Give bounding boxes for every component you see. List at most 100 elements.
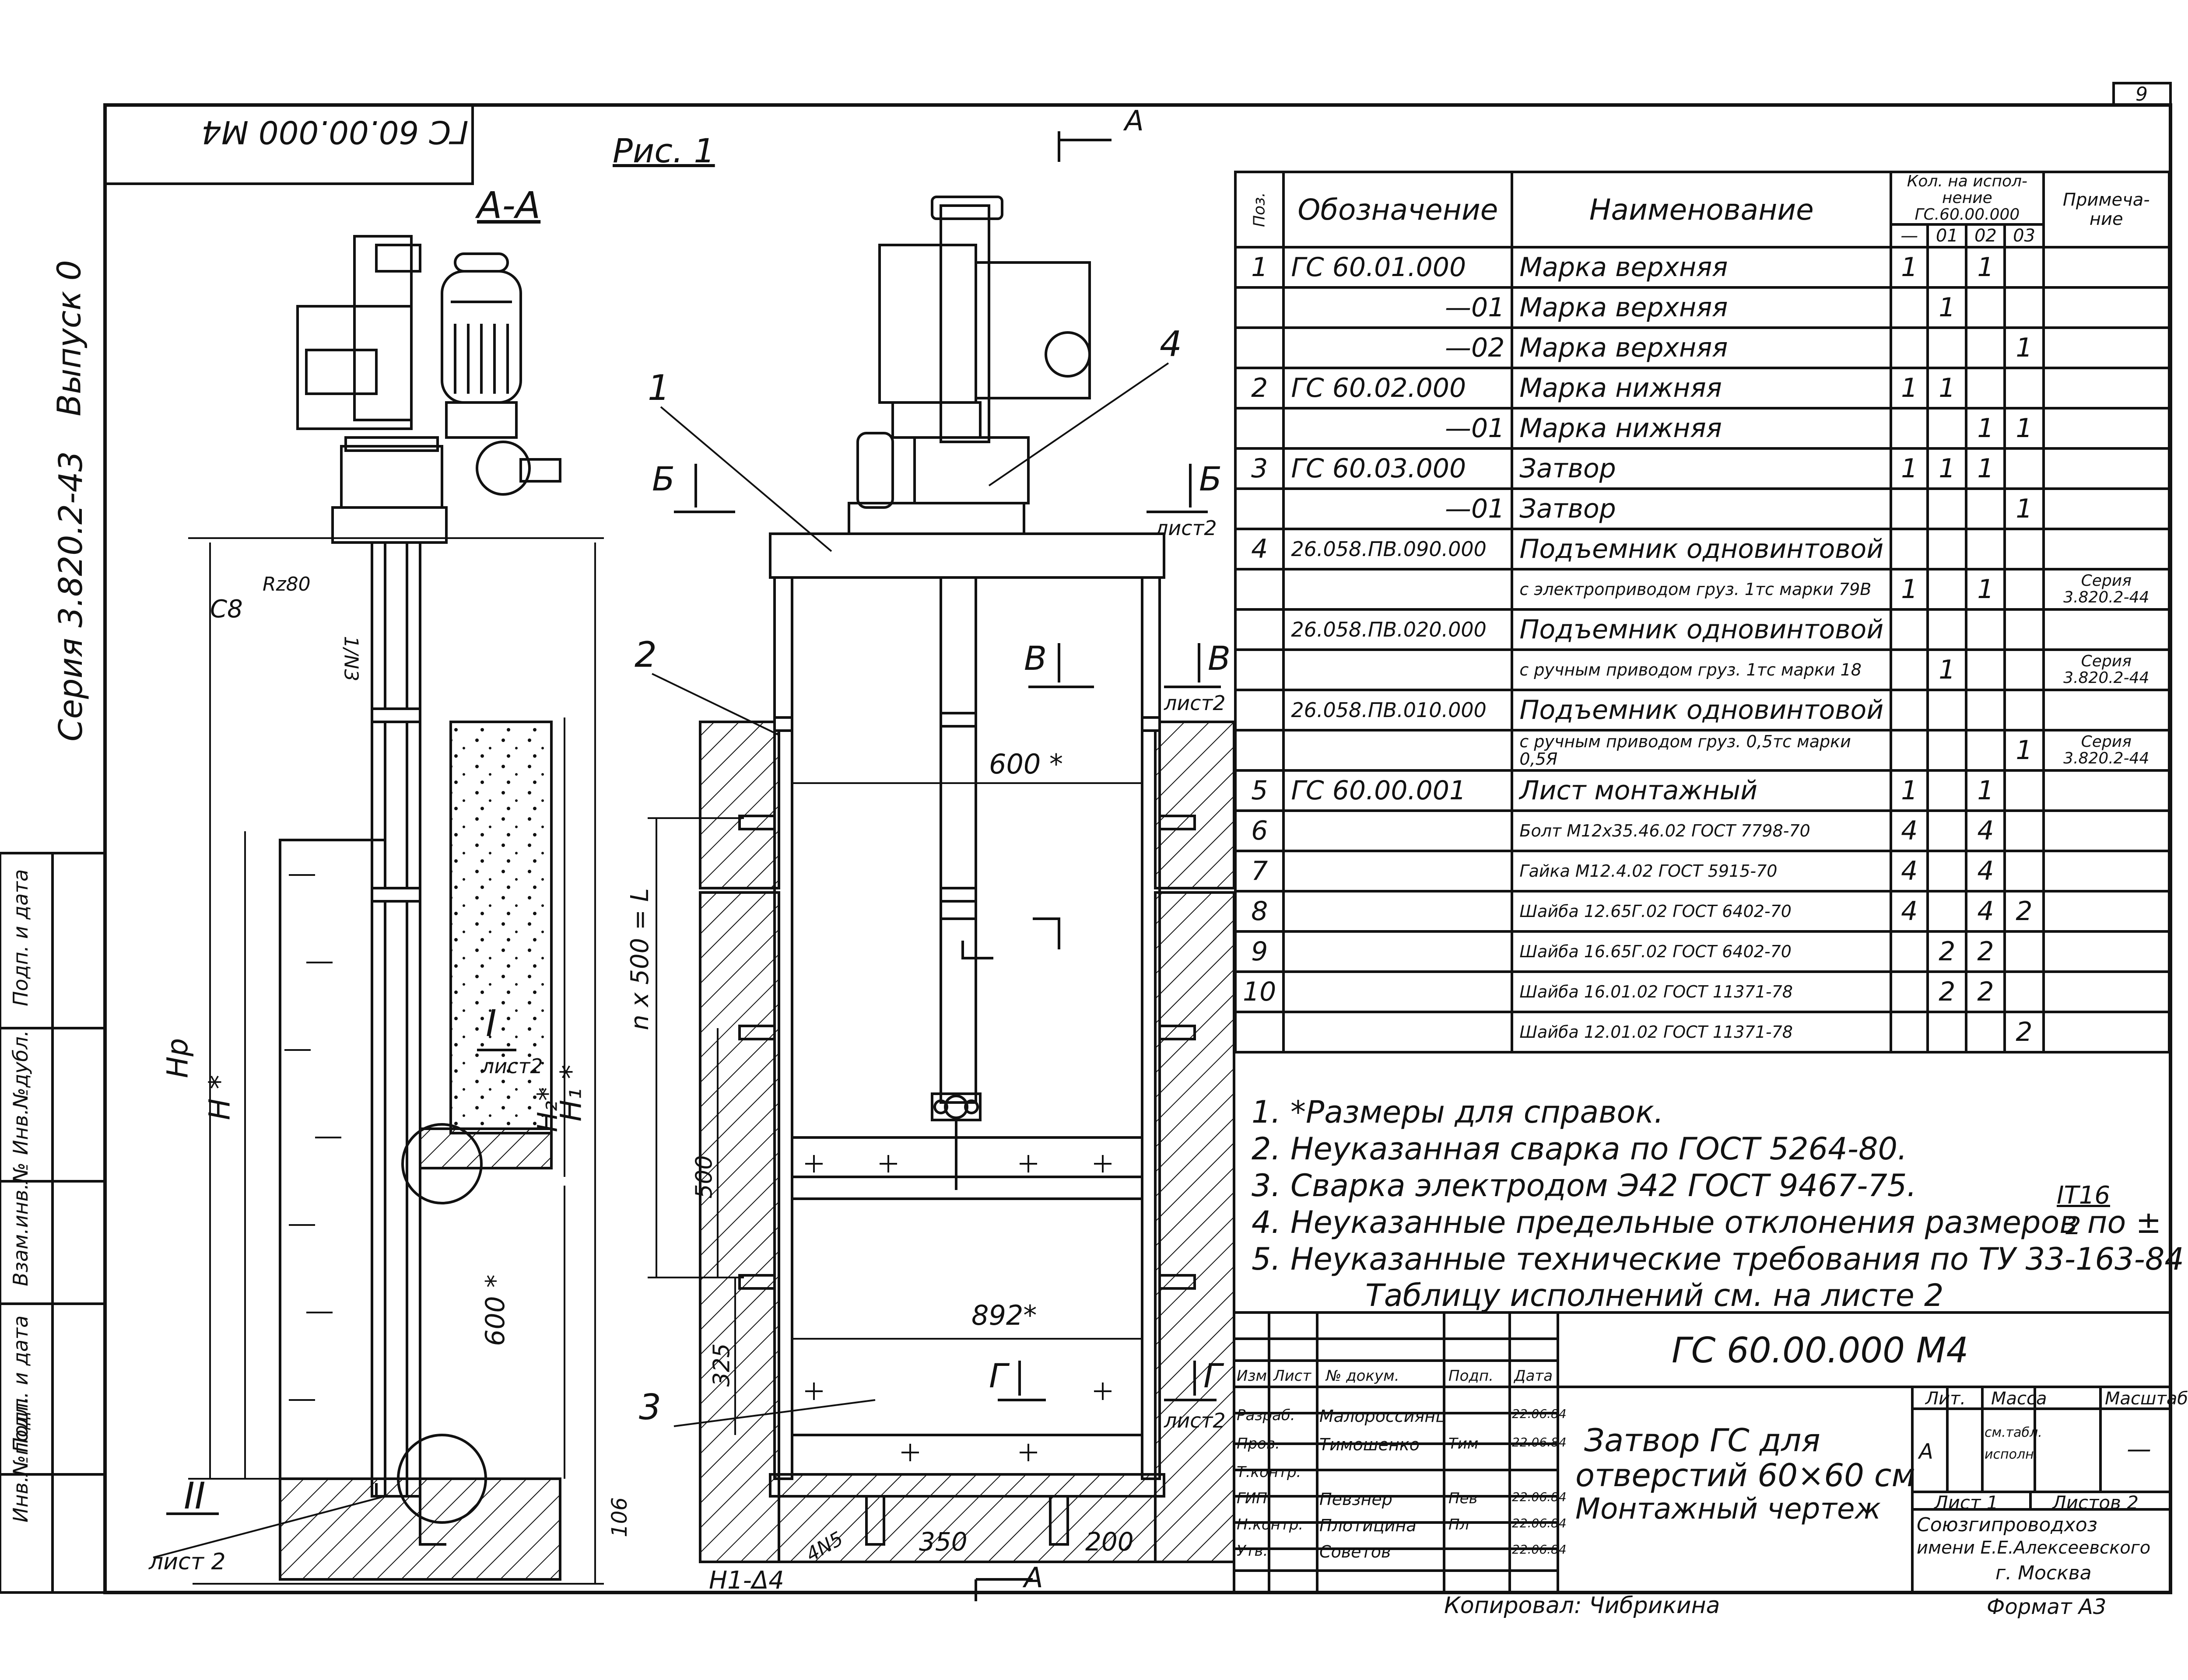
spec-qty-0: [1890, 648, 1929, 691]
spec-qty-1: [1926, 326, 1968, 369]
spec-qty-0: [1890, 286, 1929, 329]
spec-header-note: Примеча-ние: [2042, 171, 2171, 248]
section-aa-label: А-А: [477, 184, 541, 227]
spec-qty-2: 4: [1965, 850, 2006, 892]
spec-qty-0: 1: [1890, 769, 1929, 812]
spec-name: Затвор: [1511, 487, 1893, 530]
spec-qty-0: 4: [1890, 850, 1929, 892]
spec-qty-3: [2003, 608, 2045, 651]
spec-designation: —01: [1282, 487, 1514, 530]
spec-qty-3: [2003, 568, 2045, 611]
spec-qty-2: 2: [1965, 970, 2006, 1013]
tolerance-top: IT16: [2057, 1181, 2110, 1210]
notes-footer: Таблицу исполнений см. на листе 2: [1365, 1278, 1944, 1313]
spec-name: Марка верхняя: [1511, 286, 1893, 329]
tb-role-date: 22.06.84: [1512, 1435, 1567, 1449]
spec-qty-3: 1: [2003, 407, 2045, 450]
spec-pos: 9: [1234, 930, 1285, 973]
spec-pos: [1234, 608, 1285, 651]
spec-pos: 7: [1234, 850, 1285, 892]
spec-note: [2042, 769, 2171, 812]
spec-name: с ручным приводом груз. 0,5тс марки 0,5Я: [1511, 729, 1893, 772]
spec-pos: [1234, 648, 1285, 691]
spec-designation: 26.058.ПВ.090.000: [1282, 528, 1514, 570]
tb-role-role: ГИП: [1237, 1490, 1267, 1507]
side-stamp: [51, 852, 106, 1594]
callout-2: 2: [635, 634, 657, 675]
table-row: с ручным приводом груз. 0,5тс марки 0,5Я…: [1234, 729, 2171, 772]
spec-qty-3: [2003, 809, 2045, 852]
list2-detail-1: лист2: [481, 1054, 543, 1078]
roman-two: II: [184, 1474, 206, 1517]
spec-note: [2042, 809, 2171, 852]
spec-pos: [1234, 568, 1285, 611]
spec-qty-0: [1890, 326, 1929, 369]
section-a-a-view: [279, 235, 561, 1581]
spec-qty-0: 1: [1890, 246, 1929, 289]
tb-role-sign: Тим: [1448, 1435, 1479, 1452]
spec-qty-0: 1: [1890, 367, 1929, 410]
spec-pos: [1234, 487, 1285, 530]
tb-role-name: Плотицина: [1319, 1516, 1417, 1535]
spec-header-name: Наименование: [1511, 171, 1893, 248]
tb-head-izm: Изм.: [1237, 1367, 1272, 1385]
spec-qty-3: [2003, 286, 2045, 329]
spec-qty-1: 1: [1926, 367, 1968, 410]
tb-title-1: Затвор ГС для: [1584, 1422, 1820, 1459]
spec-note: [2042, 1011, 2171, 1054]
dim-325: 325: [708, 1343, 735, 1387]
spec-qty-1: [1926, 769, 1968, 812]
spec-name: Шайба 12.65Г.02 ГОСТ 6402-70: [1511, 890, 1893, 933]
spec-qty-2: 2: [1965, 930, 2006, 973]
spec-variant-2: 02: [1965, 223, 2006, 248]
spec-note: Серия 3.820.2-44: [2042, 568, 2171, 611]
spec-name: Затвор: [1511, 447, 1893, 490]
spec-qty-3: 1: [2003, 326, 2045, 369]
tb-head-list: Лист: [1273, 1367, 1311, 1385]
spec-qty-2: [1965, 608, 2006, 651]
spec-designation: [1282, 568, 1514, 611]
spec-qty-3: [2003, 528, 2045, 570]
spec-note: [2042, 407, 2171, 450]
stamp-podp-data-2: Подп. и дата: [9, 869, 32, 1006]
spec-qty-3: [2003, 850, 2045, 892]
spec-qty-1: 2: [1926, 930, 1968, 973]
spec-qty-2: [1965, 729, 2006, 772]
spec-name: Гайка М12.4.02 ГОСТ 5915-70: [1511, 850, 1893, 892]
spec-qty-0: [1890, 528, 1929, 570]
c8-mark: С8: [210, 595, 243, 623]
spec-note: [2042, 528, 2171, 570]
spec-designation: [1282, 648, 1514, 691]
spec-designation: —01: [1282, 286, 1514, 329]
note-3: 3. Сварка электродом Э42 ГОСТ 9467-75.: [1252, 1168, 1917, 1204]
spec-designation: —01: [1282, 407, 1514, 450]
list2-v: лист2: [1164, 691, 1226, 715]
spec-name: Шайба 12.01.02 ГОСТ 11371-78: [1511, 1011, 1893, 1054]
dim-106: 106: [607, 1497, 632, 1537]
dim-h1-d4: H1-Δ4: [709, 1566, 784, 1595]
spec-qty-1: [1926, 850, 1968, 892]
spec-pos: [1234, 326, 1285, 369]
spec-qty-1: [1926, 568, 1968, 611]
tb-code: ГС 60.00.000 М4: [1672, 1330, 1969, 1371]
spec-qty-3: [2003, 769, 2045, 812]
spec-note: Серия 3.820.2-44: [2042, 648, 2171, 691]
stamp-inv-dubl: Инв.№дубл.: [9, 1030, 32, 1155]
tb-org-1: Союзгипроводхоз: [1917, 1514, 2098, 1536]
dim-200: 200: [1085, 1527, 1134, 1557]
spec-qty-1: 1: [1926, 648, 1968, 691]
spec-qty-3: [2003, 367, 2045, 410]
spec-qty-1: [1926, 407, 1968, 450]
dim-hp: Hp: [161, 1038, 195, 1078]
issue-label: Выпуск 0: [50, 260, 88, 416]
dim-h-star: H *: [203, 1074, 237, 1120]
cut-g-right: Г: [1203, 1356, 1222, 1395]
